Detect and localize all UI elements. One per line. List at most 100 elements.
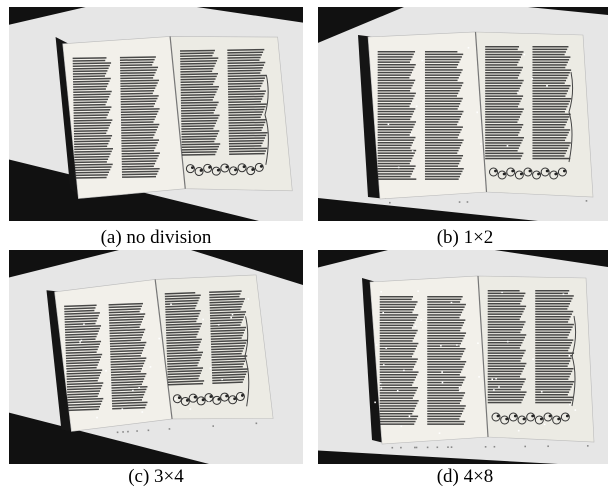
edge-point bbox=[212, 425, 215, 427]
text-line bbox=[64, 309, 95, 313]
text-line bbox=[377, 58, 412, 61]
text-line bbox=[74, 171, 110, 174]
text-line bbox=[73, 80, 110, 83]
text-line bbox=[424, 178, 459, 180]
border-ornament bbox=[212, 395, 222, 405]
text-line bbox=[427, 358, 461, 360]
border-ornament bbox=[506, 167, 516, 177]
feature-point bbox=[132, 389, 134, 392]
feature-point bbox=[230, 316, 232, 319]
text-line bbox=[487, 396, 524, 399]
text-line bbox=[532, 129, 571, 131]
border-ornament-dot bbox=[242, 165, 246, 169]
border-ornament-dot bbox=[251, 168, 255, 171]
text-line bbox=[532, 100, 570, 103]
text-line bbox=[377, 69, 414, 71]
text-line bbox=[424, 82, 464, 84]
text-line bbox=[181, 130, 220, 133]
book bbox=[55, 36, 293, 199]
text-line bbox=[227, 54, 262, 57]
text-line bbox=[379, 301, 418, 303]
border-ornament-dot bbox=[190, 166, 194, 169]
text-line bbox=[427, 418, 460, 420]
text-line bbox=[532, 105, 568, 108]
text-line bbox=[535, 303, 570, 305]
text-line bbox=[427, 355, 462, 358]
text-line bbox=[377, 175, 411, 178]
text-line bbox=[180, 75, 217, 78]
feature-point bbox=[380, 290, 382, 293]
text-line bbox=[67, 408, 99, 412]
text-line bbox=[427, 402, 460, 405]
text-line bbox=[379, 397, 413, 399]
feature-point bbox=[456, 344, 458, 346]
text-line bbox=[73, 109, 111, 112]
illuminated-border bbox=[172, 316, 250, 407]
text-line bbox=[377, 61, 410, 63]
text-line bbox=[379, 423, 415, 425]
text-line bbox=[532, 126, 565, 129]
text-line bbox=[181, 117, 219, 120]
book bbox=[358, 31, 594, 204]
text-line bbox=[379, 296, 414, 298]
text-line bbox=[228, 118, 267, 122]
text-line bbox=[210, 321, 242, 325]
text-line bbox=[487, 313, 523, 315]
text-line bbox=[424, 66, 457, 69]
text-line bbox=[64, 327, 100, 331]
edge-point bbox=[466, 201, 469, 203]
book-gutter bbox=[154, 279, 173, 420]
text-line bbox=[377, 87, 412, 89]
feature-point bbox=[65, 369, 67, 372]
text-line bbox=[111, 399, 143, 402]
text-line bbox=[535, 365, 568, 367]
text-line bbox=[535, 386, 572, 388]
text-line bbox=[535, 329, 572, 331]
text-line bbox=[485, 108, 524, 110]
text-line bbox=[485, 131, 520, 134]
text-line bbox=[120, 97, 158, 100]
text-line bbox=[427, 296, 463, 298]
text-line bbox=[377, 51, 416, 53]
text-line bbox=[379, 298, 412, 301]
text-line bbox=[228, 95, 264, 98]
book bbox=[362, 275, 595, 449]
text-line bbox=[377, 149, 417, 152]
text-line bbox=[485, 95, 524, 97]
text-line bbox=[120, 95, 159, 98]
text-line bbox=[66, 371, 102, 375]
right-page-text-column-2 bbox=[535, 290, 575, 404]
text-line bbox=[73, 85, 108, 88]
text-line bbox=[532, 111, 565, 113]
text-line bbox=[487, 300, 522, 302]
text-line bbox=[424, 79, 458, 82]
text-line bbox=[120, 92, 153, 95]
text-line bbox=[379, 353, 414, 355]
text-line bbox=[424, 162, 460, 165]
text-line bbox=[487, 329, 522, 331]
edge-point bbox=[426, 446, 429, 449]
text-line bbox=[487, 349, 526, 352]
text-line bbox=[485, 79, 524, 82]
caption-a: (a) no division bbox=[100, 227, 212, 248]
text-line bbox=[532, 155, 565, 157]
text-line bbox=[377, 168, 415, 170]
text-line bbox=[427, 384, 462, 386]
text-line bbox=[227, 59, 260, 62]
text-line bbox=[165, 315, 199, 318]
text-line bbox=[121, 157, 158, 160]
text-line bbox=[111, 393, 145, 397]
text-line bbox=[66, 359, 100, 362]
feature-point bbox=[411, 150, 414, 152]
text-line bbox=[73, 83, 109, 86]
border-ornament bbox=[517, 415, 527, 425]
feature-point bbox=[495, 377, 497, 380]
text-line bbox=[112, 404, 147, 407]
text-line bbox=[227, 72, 261, 75]
text-line bbox=[228, 137, 266, 140]
text-line bbox=[64, 320, 97, 323]
text-line bbox=[377, 110, 415, 113]
text-line bbox=[532, 85, 571, 87]
left-page-text-column-2 bbox=[424, 51, 464, 180]
text-line bbox=[424, 149, 459, 152]
